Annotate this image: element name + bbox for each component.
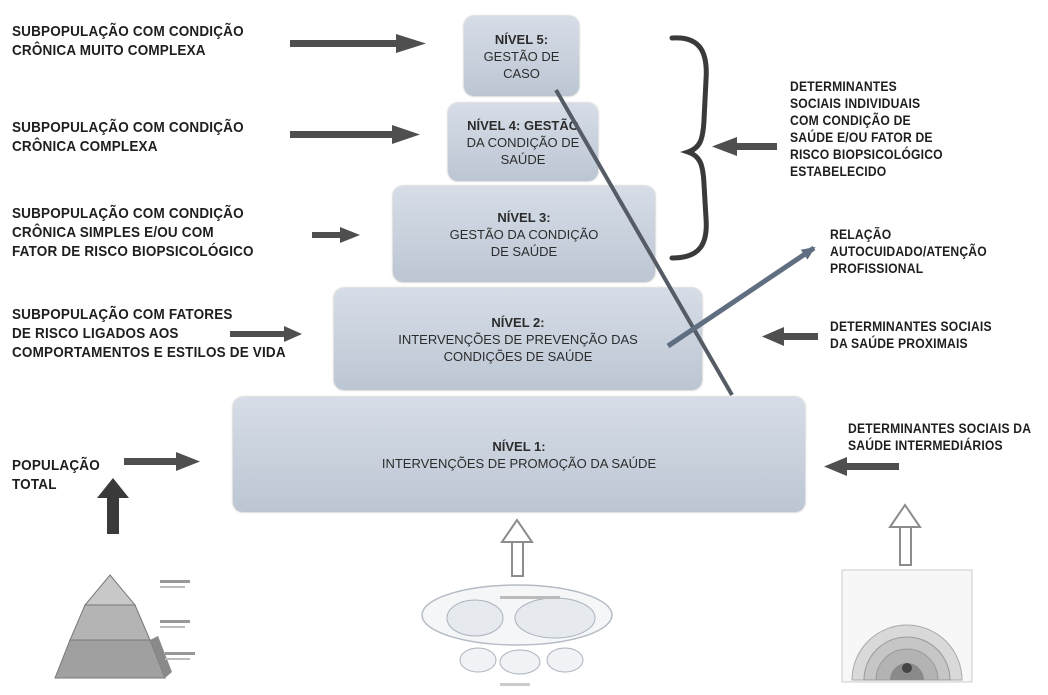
level-3-desc-1: GESTÃO DA CONDIÇÃO [449, 226, 599, 242]
level-5-title: NÍVEL 5: [494, 31, 549, 47]
level-5-box: NÍVEL 5: GESTÃO DE CASO [464, 16, 579, 96]
label-line: SOCIAIS INDIVIDUAIS [790, 96, 921, 111]
level-1-desc-1: INTERVENÇÕES DE PROMOÇÃO DA SAÚDE [381, 455, 657, 471]
label-line: SAÚDE E/OU FATOR DE [790, 130, 933, 145]
level-1-title: NÍVEL 1: [492, 438, 546, 454]
label-line: DE RISCO LIGADOS AOS [12, 325, 179, 342]
label-determinantes-proximais: DETERMINANTES SOCIAIS DA SAÚDE PROXIMAIS [830, 318, 992, 352]
label-line: CRÔNICA SIMPLES E/OU COM [12, 224, 214, 241]
label-line: CRÔNICA MUITO COMPLEXA [12, 42, 206, 59]
level-5-desc-1: GESTÃO DE [483, 48, 560, 64]
arrow-right-level5 [290, 34, 426, 53]
level-3-title: NÍVEL 3: [497, 209, 551, 225]
label-relacao-autocuidado: RELAÇÃO AUTOCUIDADO/ATENÇÃO PROFISSIONAL [830, 226, 987, 277]
label-line: COM CONDIÇÃO DE [790, 113, 911, 128]
label-line: AUTOCUIDADO/ATENÇÃO [830, 244, 987, 259]
label-line: RISCO BIOPSICOLÓGICO [790, 147, 943, 162]
arrow-left-intermediarios [824, 457, 899, 476]
arrow-right-level3 [312, 227, 360, 243]
label-line: CRÔNICA COMPLEXA [12, 138, 158, 155]
arrow-right-level4 [290, 125, 420, 144]
label-line: PROFISSIONAL [830, 261, 924, 276]
up-arrow-right [888, 503, 922, 566]
up-arrow-center [500, 518, 534, 577]
label-subpop-fatores-risco: SUBPOPULAÇÃO COM FATORES DE RISCO LIGADO… [12, 305, 286, 362]
label-line: SAÚDE INTERMEDIÁRIOS [848, 438, 1003, 453]
label-line: TOTAL [12, 476, 57, 493]
label-line: FATOR DE RISCO BIOPSICOLÓGICO [12, 243, 254, 260]
arrow-left-individual [712, 137, 777, 156]
level-3-box: NÍVEL 3: GESTÃO DA CONDIÇÃO DE SAÚDE [393, 186, 655, 282]
label-determinantes-intermediarios: DETERMINANTES SOCIAIS DA SAÚDE INTERMEDI… [848, 420, 1031, 454]
label-line: SUBPOPULAÇÃO COM CONDIÇÃO [12, 23, 244, 40]
label-line: ESTABELECIDO [790, 164, 887, 179]
level-4-desc-1: DA CONDIÇÃO DE [466, 134, 580, 150]
label-line: DA SAÚDE PROXIMAIS [830, 336, 968, 351]
level-2-title: NÍVEL 2: [491, 314, 545, 330]
up-arrow-left [97, 478, 129, 534]
level-3-desc-2: DE SAÚDE [490, 243, 558, 259]
level-2-desc-1: INTERVENÇÕES DE PREVENÇÃO DAS [398, 331, 638, 347]
label-subpop-muito-complexa: SUBPOPULAÇÃO COM CONDIÇÃO CRÔNICA MUITO … [12, 22, 244, 60]
label-line: DETERMINANTES [790, 79, 897, 94]
label-line: POPULAÇÃO [12, 457, 100, 474]
label-line: SUBPOPULAÇÃO COM CONDIÇÃO [12, 119, 244, 136]
level-1-box: NÍVEL 1: INTERVENÇÕES DE PROMOÇÃO DA SAÚ… [233, 397, 805, 512]
level-4-box: NÍVEL 4: GESTÃO DA CONDIÇÃO DE SAÚDE [448, 103, 598, 181]
brace [669, 35, 709, 261]
label-determinantes-individuais: DETERMINANTES SOCIAIS INDIVIDUAIS COM CO… [790, 78, 943, 180]
level-2-desc-2: CONDIÇÕES DE SAÚDE [443, 348, 593, 364]
level-4-title: NÍVEL 4: GESTÃO [467, 117, 579, 133]
thumbnail-chronic-care-model-image [421, 584, 613, 686]
label-line: DETERMINANTES SOCIAIS [830, 319, 992, 334]
label-line: RELAÇÃO [830, 227, 892, 242]
label-line: SUBPOPULAÇÃO COM FATORES [12, 306, 233, 323]
arrow-right-level1 [124, 452, 200, 471]
level-5-desc-2: CASO [503, 65, 540, 81]
level-4-desc-2: SAÚDE [500, 151, 546, 167]
label-subpop-complexa: SUBPOPULAÇÃO COM CONDIÇÃO CRÔNICA COMPLE… [12, 118, 244, 156]
thumbnail-pyramid-image [54, 574, 195, 679]
label-line: COMPORTAMENTOS E ESTILOS DE VIDA [12, 344, 286, 361]
label-line: DETERMINANTES SOCIAIS DA [848, 421, 1032, 436]
label-line: SUBPOPULAÇÃO COM CONDIÇÃO [12, 205, 244, 222]
label-populacao-total: POPULAÇÃO TOTAL [12, 456, 100, 494]
arrow-left-proximais [762, 327, 818, 346]
thumbnail-determinants-rainbow-image [841, 569, 973, 683]
label-subpop-simples: SUBPOPULAÇÃO COM CONDIÇÃO CRÔNICA SIMPLE… [12, 204, 254, 261]
level-2-box: NÍVEL 2: INTERVENÇÕES DE PREVENÇÃO DAS C… [334, 288, 702, 390]
